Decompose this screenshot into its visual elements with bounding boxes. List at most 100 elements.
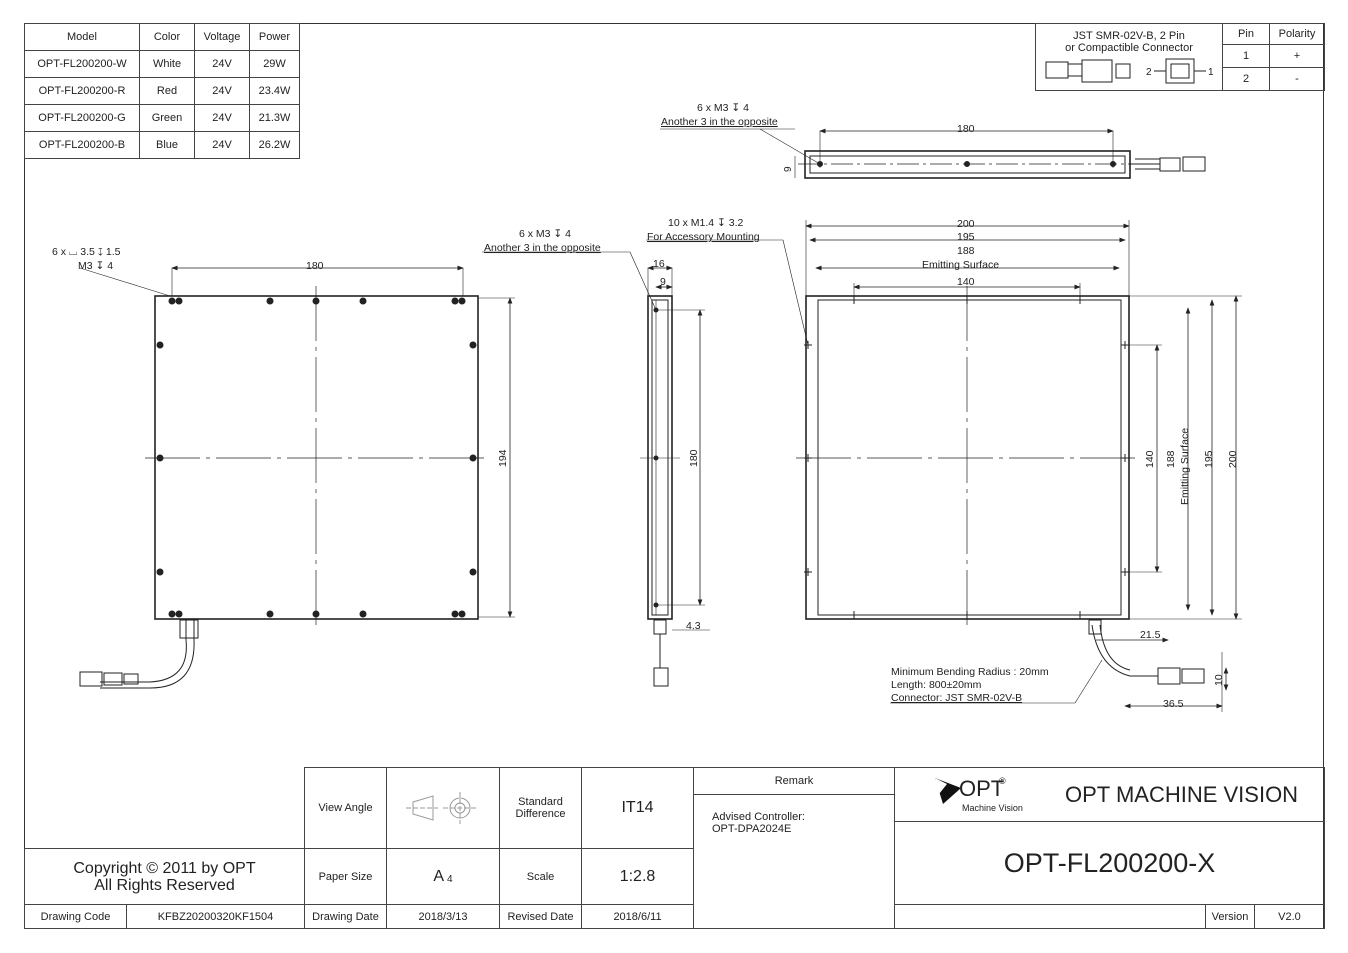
cable-note-3: Connector: JST SMR-02V-B [891,692,1022,704]
dim-front-v200: 200 [1227,450,1239,468]
remark-label: Remark [693,767,895,795]
color-cell: Blue [139,131,195,159]
company-box: OPT ® Machine Vision OPT MACHINE VISION [894,767,1325,822]
dim-top-9: 9 [783,166,794,172]
table-row: OPT-FL200200-R Red 24V 23.4W [24,77,300,105]
model-table-header: Model Color Voltage Power [24,23,300,51]
copyright-line2: All Rights Reserved [94,876,235,894]
connector-table: JST SMR-02V-B, 2 Pin or Compactible Conn… [1035,22,1325,92]
dim-side-16: 16 [653,258,665,270]
dim-front-188: 188 [957,245,975,257]
dim-side-180: 180 [688,449,700,467]
power-cell: 29W [249,50,300,78]
side-view [482,251,710,687]
side-view-holes [653,307,659,608]
side-holes-label: 6 x M3 ↧ 4 [519,228,571,240]
front-view-marks [804,296,1129,619]
connector-title-line2: or Compactible Connector [1065,42,1193,54]
dim-side-9: 9 [660,276,666,288]
top-holes-label-2: Another 3 in the opposite [661,116,778,128]
revised-date: 2018/6/11 [581,904,694,929]
acc-holes-label: 10 x M1.4 ↧ 3.2 [668,217,743,229]
copyright-line1: Copyright © 2011 by OPT [73,859,256,877]
dim-front-v140: 140 [1144,450,1156,468]
opt-logo: OPT ® Machine Vision [933,770,1063,820]
standard-difference: IT14 [581,767,694,849]
back-view [79,265,515,689]
part-number: OPT-FL200200-X [894,821,1325,905]
header-color: Color [139,23,195,51]
version-spacer [894,904,1206,929]
model-cell: OPT-FL200200-B [24,131,140,159]
standard-difference-label: Standard Difference [499,767,582,849]
back-view-holes [156,297,477,618]
emitting-surface-vertical: Emitting Surface [1179,428,1191,505]
remark-line2: OPT-DPA2024E [712,823,792,835]
table-row: OPT-FL200200-W White 24V 29W [24,50,300,78]
standard-difference-label-text: Standard Difference [515,796,566,820]
connector-illustration: 2 1 [1045,58,1214,84]
dim-left-180: 180 [306,260,324,272]
company-name: OPT MACHINE VISION [1065,781,1299,807]
drawing-code: KFBZ20200320KF1504 [126,904,305,929]
polarity-2: - [1269,66,1325,92]
top-holes-label: 6 x M3 ↧ 4 [697,102,749,114]
model-cell: OPT-FL200200-G [24,104,140,132]
drawing-code-label: Drawing Code [24,904,127,929]
model-table: Model Color Voltage Power OPT-FL200200-W… [24,23,300,159]
dim-front-v188: 188 [1165,450,1177,468]
opt-logo-icon [935,777,961,804]
pin-label-2: 2 [1146,67,1152,78]
version-label: Version [1205,904,1255,929]
dim-front-10: 10 [1213,674,1225,686]
dim-front-36-5: 36.5 [1163,698,1184,710]
logo-text: OPT [959,775,1005,801]
remark-box: Advised Controller: OPT-DPA2024E [693,794,895,929]
model-cell: OPT-FL200200-R [24,77,140,105]
scale-label: Scale [499,848,582,905]
scale: 1:2.8 [581,848,694,905]
view-angle-label: View Angle [304,767,387,849]
drawing-date: 2018/3/13 [386,904,500,929]
dim-front-200: 200 [957,218,975,230]
cable-note-1: Minimum Bending Radius : 20mm [891,666,1049,678]
logo-sub: Machine Vision [962,802,1023,813]
dim-front-21-5: 21.5 [1140,629,1161,641]
drawing-date-label: Drawing Date [304,904,387,929]
acc-holes-label-2: For Accessory Mounting [647,231,760,243]
view-angle-symbol-box [386,767,500,849]
revised-date-label: Revised Date [499,904,582,929]
dim-front-v195: 195 [1203,450,1215,468]
projection-symbol-icon [406,792,478,824]
paper-size-label: Paper Size [304,848,387,905]
color-cell: Green [139,104,195,132]
dim-left-194: 194 [497,449,509,467]
registered-mark: ® [999,775,1006,786]
dim-front-140: 140 [957,276,975,288]
remark-line1: Advised Controller: [712,811,805,823]
emitting-surface-label: Emitting Surface [922,259,999,271]
connector-title-line1: JST SMR-02V-B, 2 Pin [1073,30,1185,42]
side-holes-label-2: Another 3 in the opposite [484,242,601,254]
cable-note-2: Length: 800±20mm [891,679,982,691]
dim-top-180: 180 [957,123,975,135]
pin-label-1: 1 [1208,67,1214,78]
dim-front-195: 195 [957,231,975,243]
pin-2: 2 [1222,66,1270,92]
copyright-box: Copyright © 2011 by OPT All Rights Reser… [24,848,305,905]
table-row: OPT-FL200200-G Green 24V 21.3W [24,104,300,132]
voltage-cell: 24V [194,104,250,132]
paper-size-sub: 4 [447,874,453,885]
version: V2.0 [1254,904,1325,929]
paper-size-box: A 4 [386,848,500,905]
paper-size: A [433,867,445,885]
color-cell: White [139,50,195,78]
top-view [660,128,1206,179]
voltage-cell: 24V [194,131,250,159]
connector-cell: JST SMR-02V-B, 2 Pin or Compactible Conn… [1035,23,1223,91]
left-holes-label: 6 x ⌴ 3.5 ↧ 1.5 [52,246,121,258]
dim-side-4-3: 4.3 [686,620,701,632]
power-cell: 26.2W [249,131,300,159]
table-row: OPT-FL200200-B Blue 24V 26.2W [24,131,300,159]
